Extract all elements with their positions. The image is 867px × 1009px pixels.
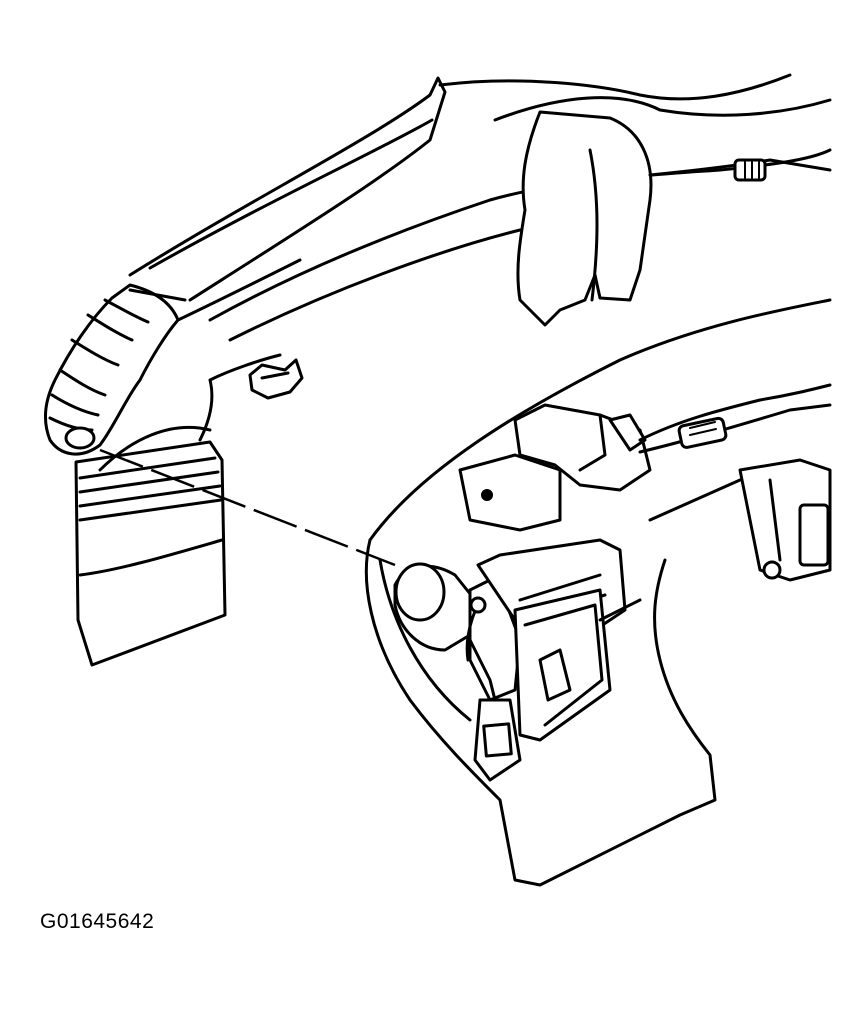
cable-connector-upper-right [648,158,832,182]
figure-id-label: G01645642 [40,910,155,933]
dashboard-upper-panel [128,73,832,342]
duct-clip [248,358,304,400]
right-side-bracket [648,458,832,582]
dashboard-lower-panel [364,298,832,887]
ignition-switch-assembly [393,538,642,782]
leader-line [99,448,396,567]
wiring-harness [638,383,832,454]
mounting-bracket [458,403,652,532]
corrugated-hose [44,258,302,456]
centre-support-block [516,110,653,327]
duct-outlet [198,353,282,442]
air-duct-assembly [74,425,227,667]
